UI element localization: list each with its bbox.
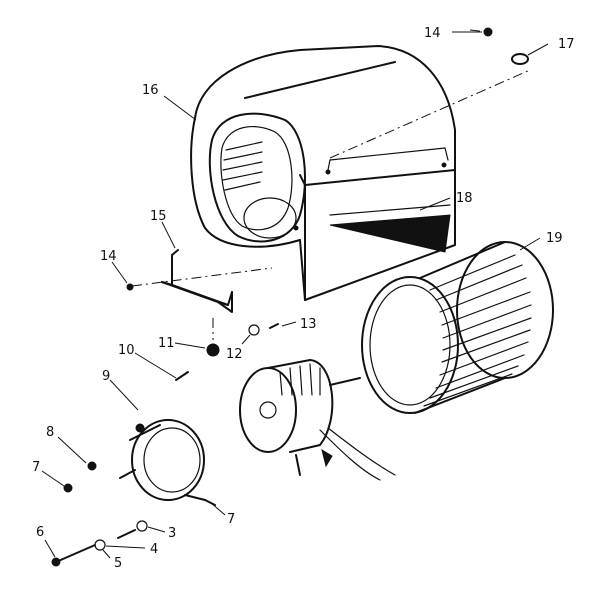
- callout-17: 17: [558, 37, 575, 52]
- callout-14-left: 14: [100, 249, 117, 264]
- callout-13: 13: [300, 317, 317, 332]
- callout-7-right: 7: [227, 512, 235, 527]
- mounting-bracket: [161, 249, 233, 313]
- motor-mount-band: [119, 419, 206, 501]
- callout-19: 19: [546, 231, 563, 246]
- callout-7-left: 7: [32, 460, 40, 475]
- callout-12: 12: [226, 347, 243, 362]
- blower-wheel: [361, 241, 554, 414]
- callout-4: 4: [150, 542, 158, 557]
- callout-18: 18: [456, 191, 473, 206]
- blower-housing: [190, 45, 456, 301]
- blower-motor: [239, 359, 396, 481]
- callout-11: 11: [158, 336, 175, 351]
- callout-9: 9: [102, 369, 110, 384]
- callout-15: 15: [150, 209, 167, 224]
- callout-16: 16: [142, 83, 159, 98]
- callout-5: 5: [114, 556, 122, 571]
- callout-14-top: 14: [424, 26, 441, 41]
- callout-8: 8: [46, 425, 54, 440]
- callout-6: 6: [36, 525, 44, 540]
- leader-lines: [41, 31, 549, 559]
- callout-labels: 14 17 16 18 15 19 14 13 11 12 10 9 8 7 7…: [32, 26, 575, 571]
- callout-3: 3: [168, 526, 176, 541]
- callout-10: 10: [118, 343, 135, 358]
- hardware-parts: [51, 27, 529, 567]
- assembly-center-lines: [131, 29, 531, 340]
